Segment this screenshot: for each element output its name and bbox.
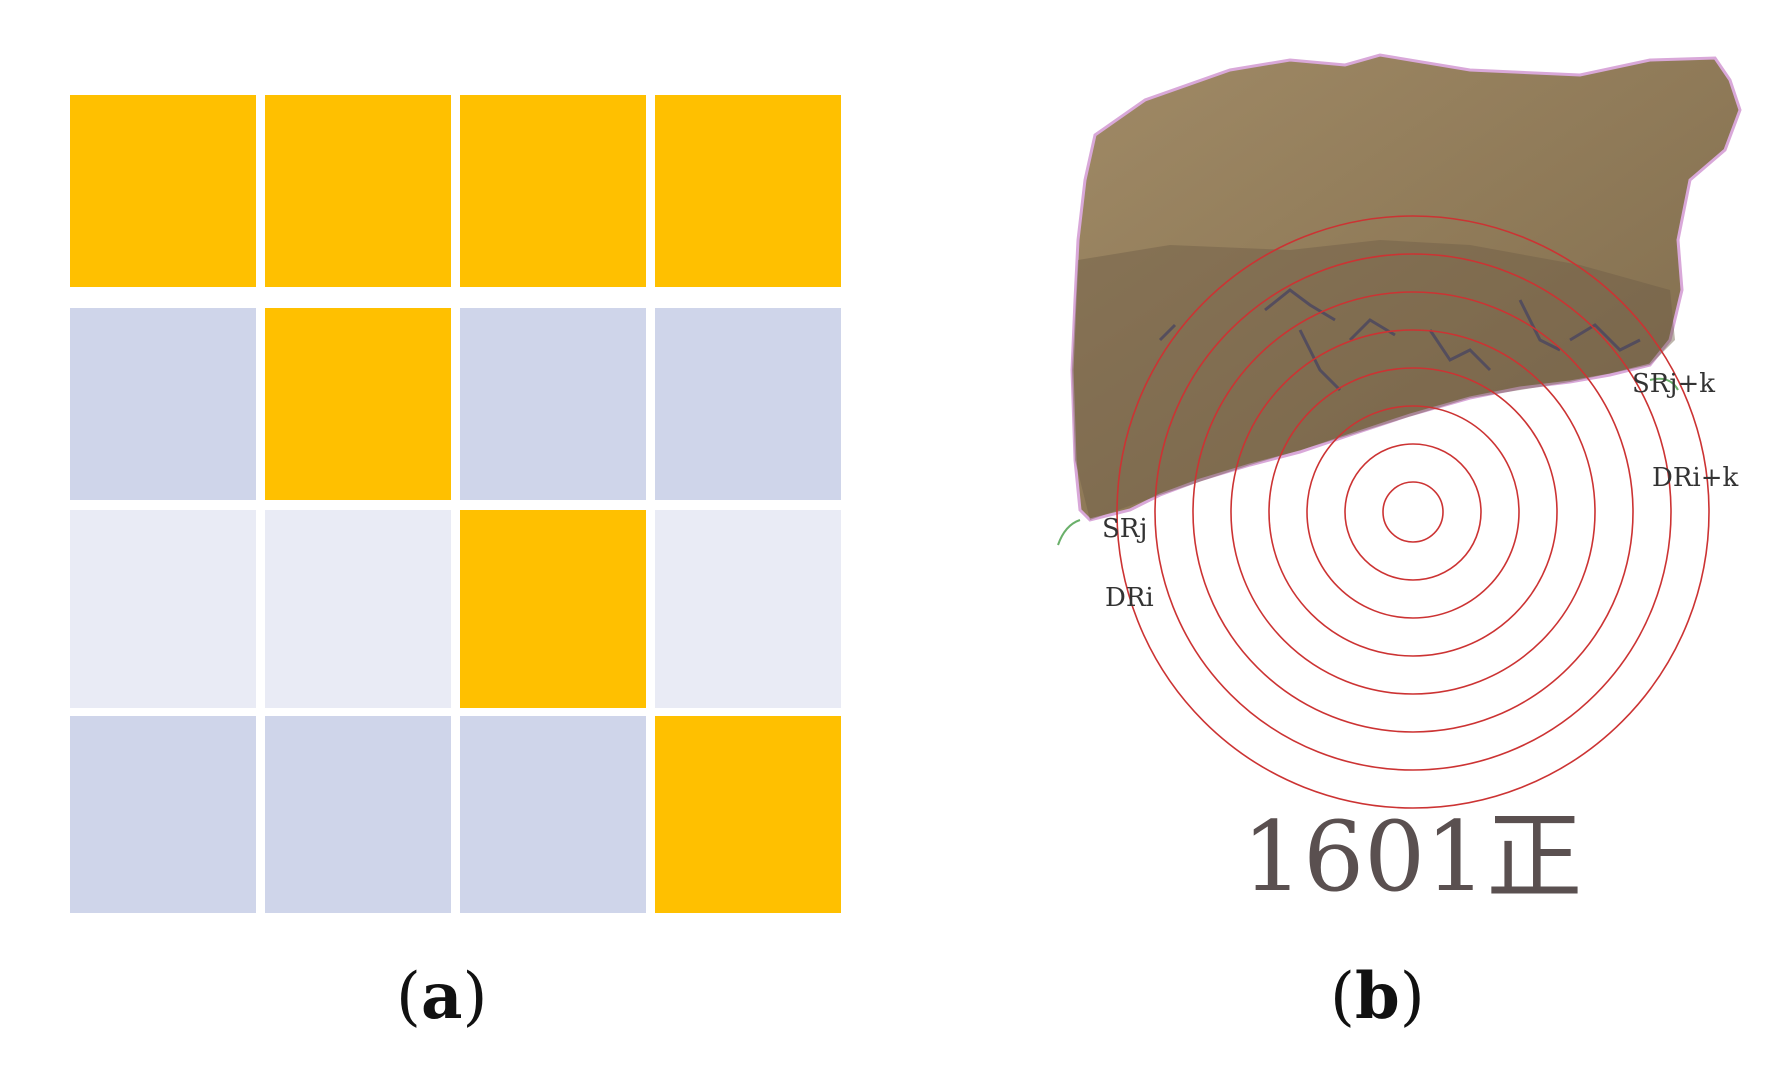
label-sr-j: SRj <box>1102 514 1147 544</box>
grid-cell <box>655 95 841 287</box>
concentric-circle <box>1306 405 1520 619</box>
concentric-circles <box>1116 215 1710 809</box>
concentric-circle <box>1154 253 1672 771</box>
grid-cell <box>265 308 451 500</box>
fragment-figure: SRj+k DRi+k SRj DRi 1601正 <box>1057 53 1742 913</box>
boundary-curve-right <box>1649 377 1679 391</box>
concentric-circle <box>1230 329 1596 695</box>
caption-a-open: ( <box>396 960 421 1034</box>
grid-cell <box>70 510 256 708</box>
grid-cell <box>460 510 646 708</box>
grid-cell <box>70 308 256 500</box>
caption-b-open: ( <box>1330 960 1355 1034</box>
grid-cell <box>655 510 841 708</box>
engraved-marks <box>1158 288 1641 392</box>
label-dr-i: DRi <box>1105 583 1154 613</box>
caption-b: (b) <box>1330 965 1425 1030</box>
concentric-circle <box>1116 215 1710 809</box>
bone-fragment <box>1070 53 1742 522</box>
caption-a-close: ) <box>462 960 488 1034</box>
concentric-circle <box>1344 443 1482 581</box>
caption-a: (a) <box>396 965 487 1030</box>
caption-a-letter: a <box>420 959 463 1034</box>
label-sr-j-k: SRj+k <box>1632 369 1715 399</box>
grid-cell <box>460 716 646 913</box>
grid-cell <box>70 95 256 287</box>
grid-cell <box>460 308 646 500</box>
grid-cell <box>70 716 256 913</box>
boundary-curve-left <box>1057 519 1081 546</box>
caption-b-close: ) <box>1399 960 1425 1034</box>
grid-cell <box>460 95 646 287</box>
concentric-circle <box>1192 291 1634 733</box>
grid-cell <box>265 95 451 287</box>
concentric-circle <box>1268 367 1558 657</box>
grid-cell <box>655 716 841 913</box>
caption-b-letter: b <box>1354 959 1400 1034</box>
grid-cell <box>265 510 451 708</box>
concentric-circle <box>1382 481 1444 543</box>
grid-cell <box>655 308 841 500</box>
matrix-grid <box>70 95 841 918</box>
label-dr-i-k: DRi+k <box>1652 463 1739 493</box>
grid-cell <box>265 716 451 913</box>
fragment-id-label: 1601正 <box>1242 801 1582 913</box>
